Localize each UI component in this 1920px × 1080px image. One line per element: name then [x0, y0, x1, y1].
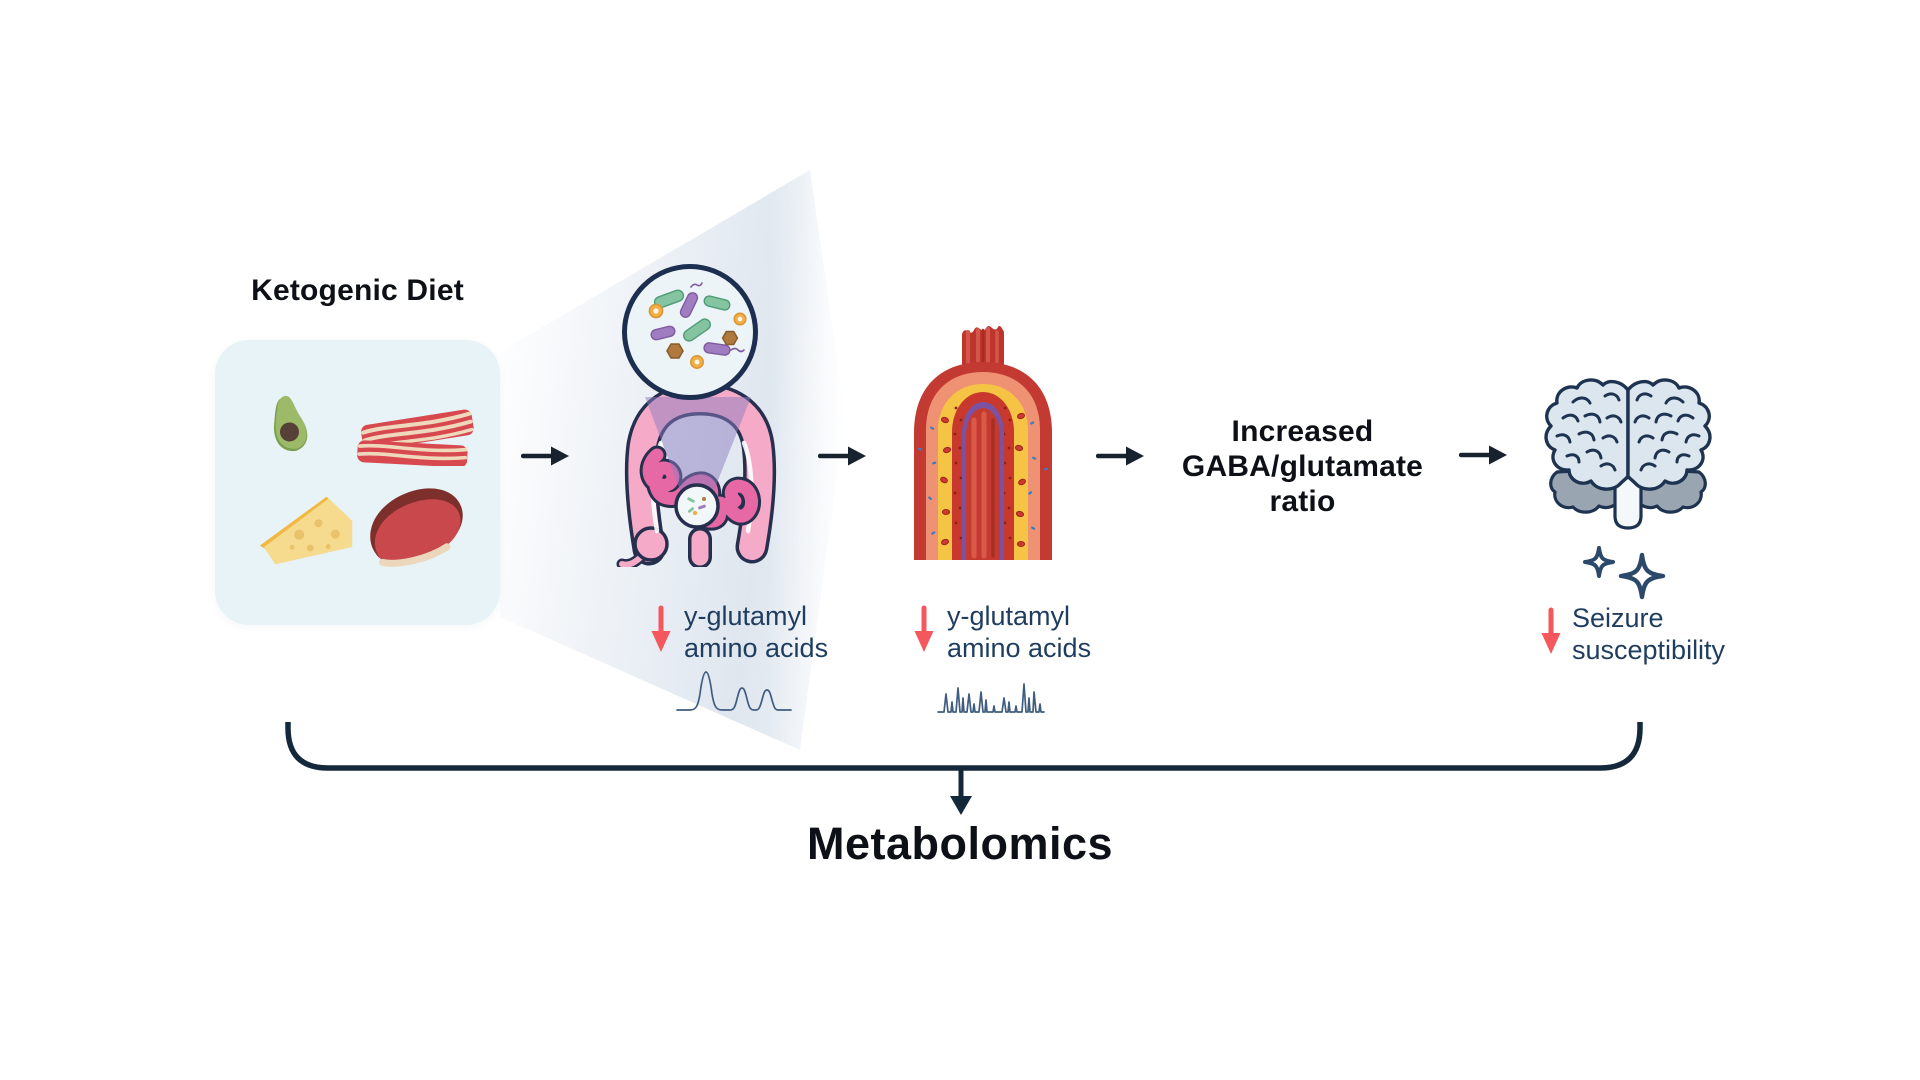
gaba-ratio-text: Increased GABA/glutamate ratio	[1181, 415, 1424, 518]
blood-metabolite-label: y-glutamyl amino acids	[947, 601, 1092, 663]
sparkles-icon	[1583, 546, 1666, 600]
mini-microbes	[687, 497, 706, 516]
ketogenic-diet-title: Ketogenic Diet	[251, 274, 464, 307]
gut-metabolite-label: y-glutamyl amino acids	[684, 601, 829, 663]
microbiome-bacteria-icon	[648, 282, 747, 369]
flow-arrow-2	[818, 446, 866, 466]
decrease-arrow-icon	[651, 605, 671, 652]
decrease-arrow-icon	[914, 605, 934, 652]
metabolomics-title: Metabolomics	[806, 818, 1114, 869]
ketogenic-diet-box	[215, 340, 500, 625]
chromatogram-three-peaks-icon	[676, 671, 792, 711]
flow-arrow-3	[1096, 446, 1144, 466]
bacon-icon	[357, 409, 474, 466]
avocado-icon	[273, 395, 308, 451]
brain-icon	[1544, 378, 1712, 530]
decrease-arrow-icon	[1541, 607, 1561, 654]
seizure-label: Seizure susceptibility	[1572, 603, 1726, 665]
flow-arrow-1	[521, 446, 569, 466]
flow-arrow-4	[1459, 445, 1507, 465]
blood-vessel-icon	[914, 325, 1052, 560]
cheese-icon	[259, 496, 353, 565]
summary-bracket	[285, 722, 1643, 815]
chromatogram-many-peaks-icon	[937, 683, 1045, 713]
ham-icon	[370, 488, 463, 567]
